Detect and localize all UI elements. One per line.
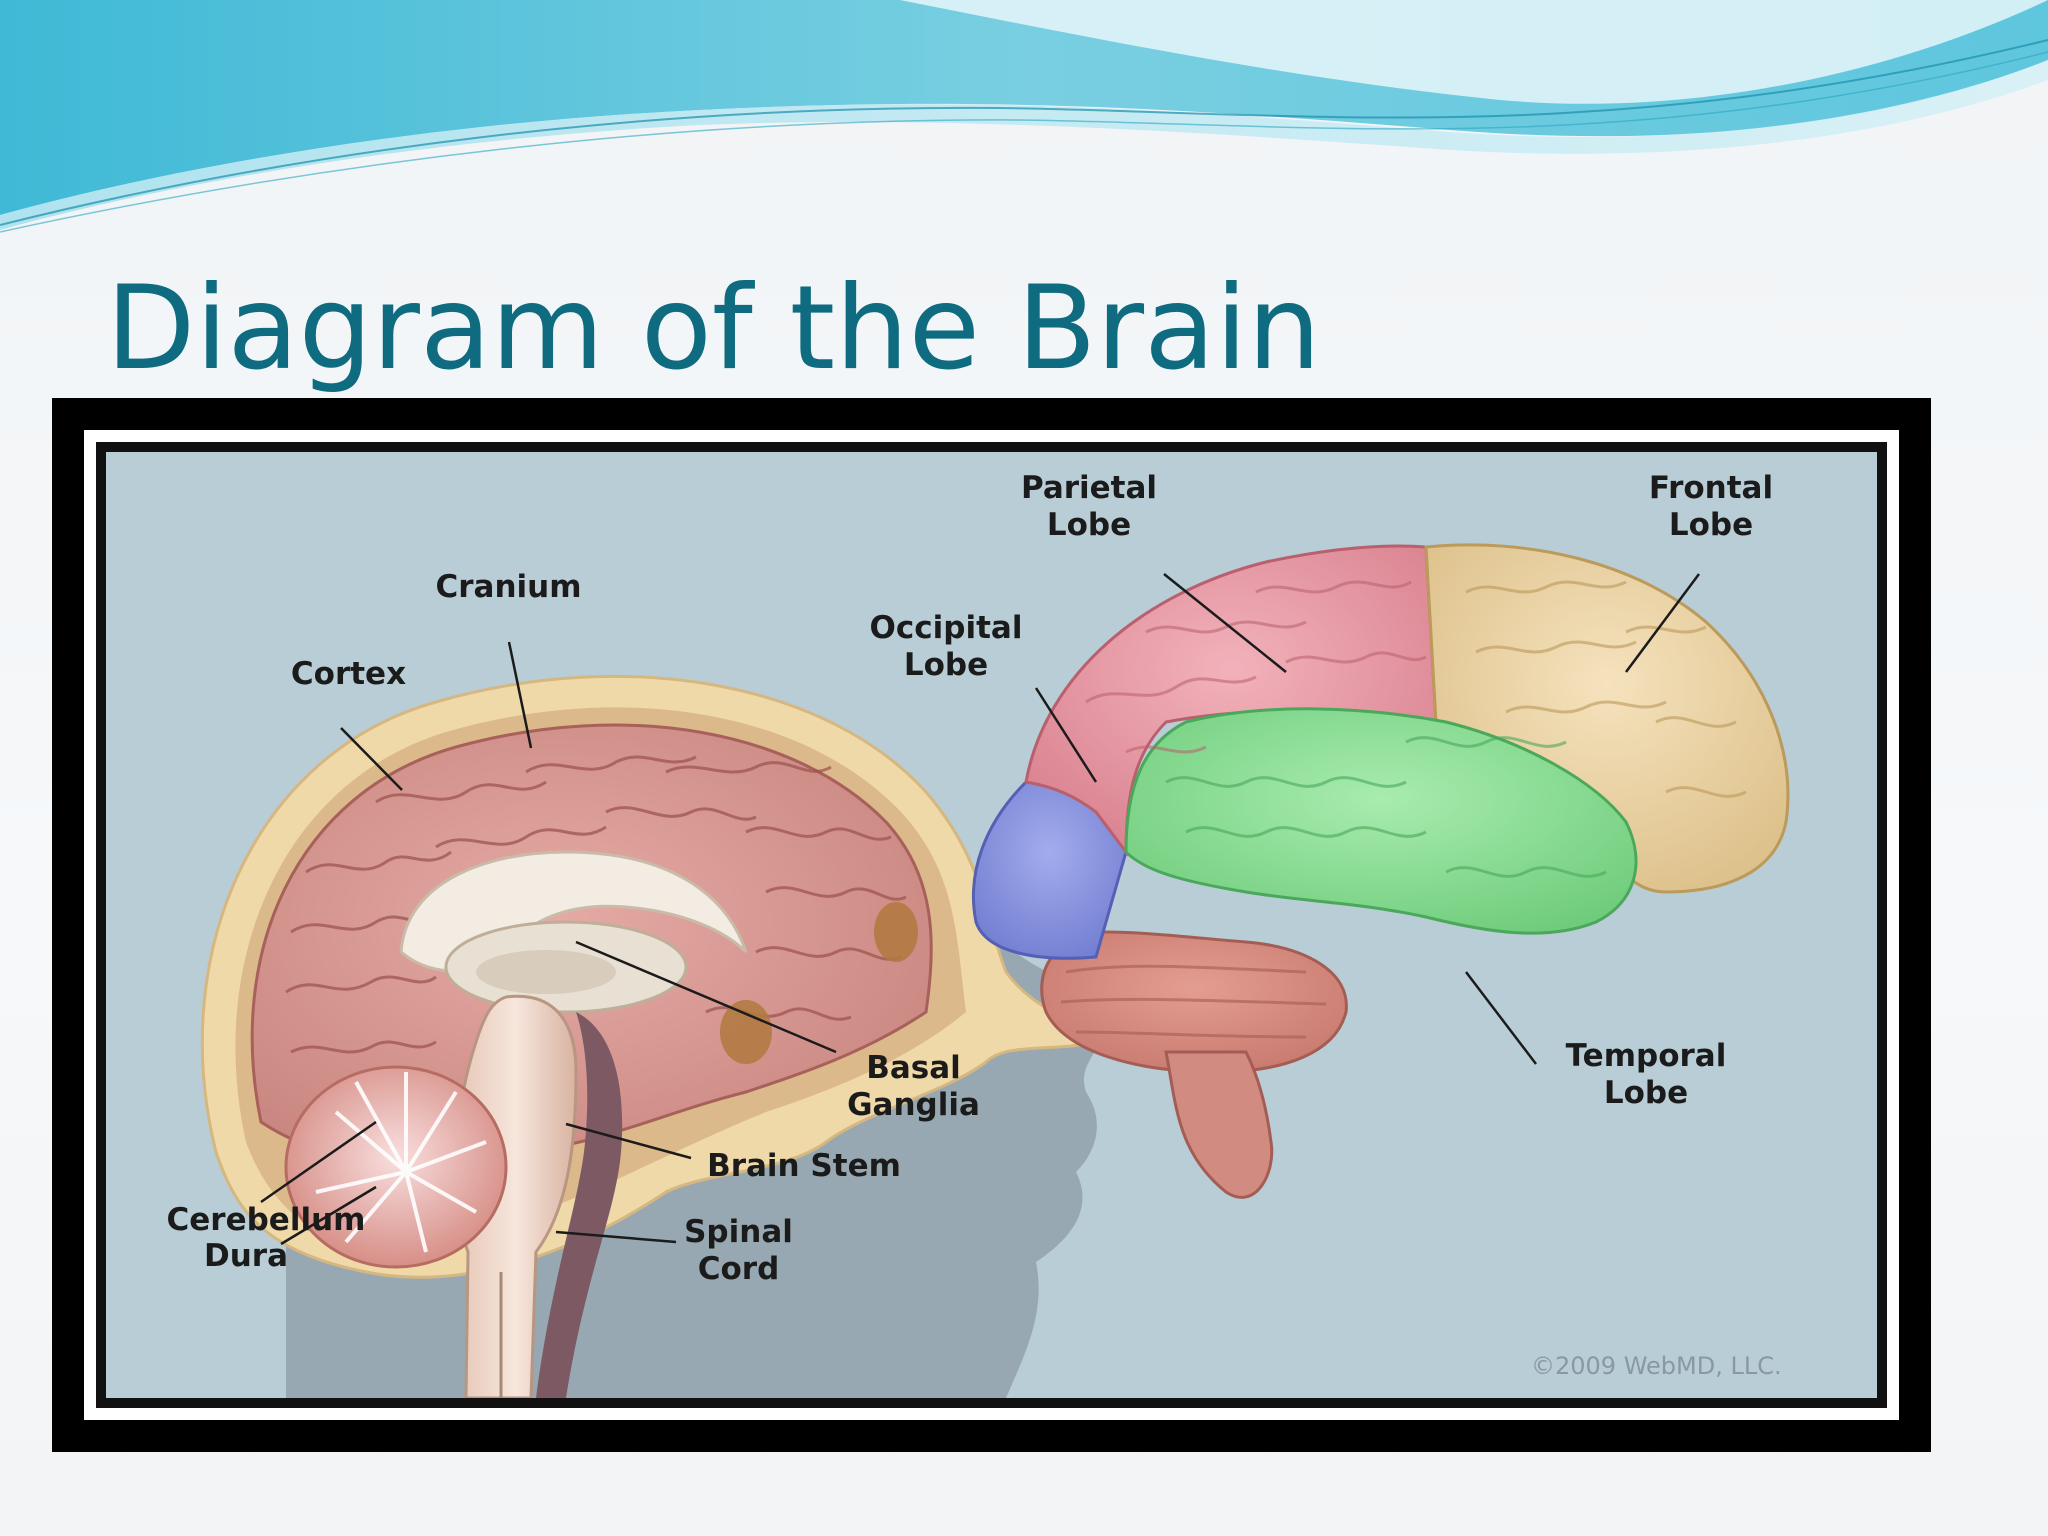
label-cerebellum: Cerebellum xyxy=(166,1202,366,1238)
brain-stem xyxy=(454,994,578,1398)
label-dura: Dura xyxy=(203,1238,288,1274)
label-cranium: Cranium xyxy=(435,569,582,605)
label-brain-stem: Brain Stem xyxy=(707,1148,901,1184)
slide-title: Diagram of the Brain xyxy=(106,261,1321,396)
gyri-pattern xyxy=(285,755,907,1104)
wave-banner xyxy=(0,0,2048,233)
label-parietal-lobe: Parietal Lobe xyxy=(1020,470,1158,543)
arbor-vitae xyxy=(315,1072,487,1253)
brain-illustration: Parietal Lobe Frontal Lobe Cranium Occip… xyxy=(106,452,1877,1398)
label-temporal-lobe: Temporal Lobe xyxy=(1565,1038,1727,1111)
brain-illustration-art xyxy=(200,543,1790,1398)
label-cortex: Cortex xyxy=(290,656,407,692)
label-frontal-lobe: Frontal Lobe xyxy=(1648,470,1774,543)
label-occipital-lobe: Occipital Lobe xyxy=(869,610,1023,683)
leader-lines xyxy=(260,573,1701,1246)
image-frame-inner: Parietal Lobe Frontal Lobe Cranium Occip… xyxy=(96,442,1887,1408)
copyright-notice: ©2009 WebMD, LLC. xyxy=(1531,1352,1782,1380)
image-frame: Parietal Lobe Frontal Lobe Cranium Occip… xyxy=(52,398,1931,1452)
image-frame-border: Parietal Lobe Frontal Lobe Cranium Occip… xyxy=(84,430,1899,1420)
label-basal-ganglia: Basal Ganglia xyxy=(847,1050,980,1123)
label-spinal-cord: Spinal Cord xyxy=(684,1214,793,1287)
